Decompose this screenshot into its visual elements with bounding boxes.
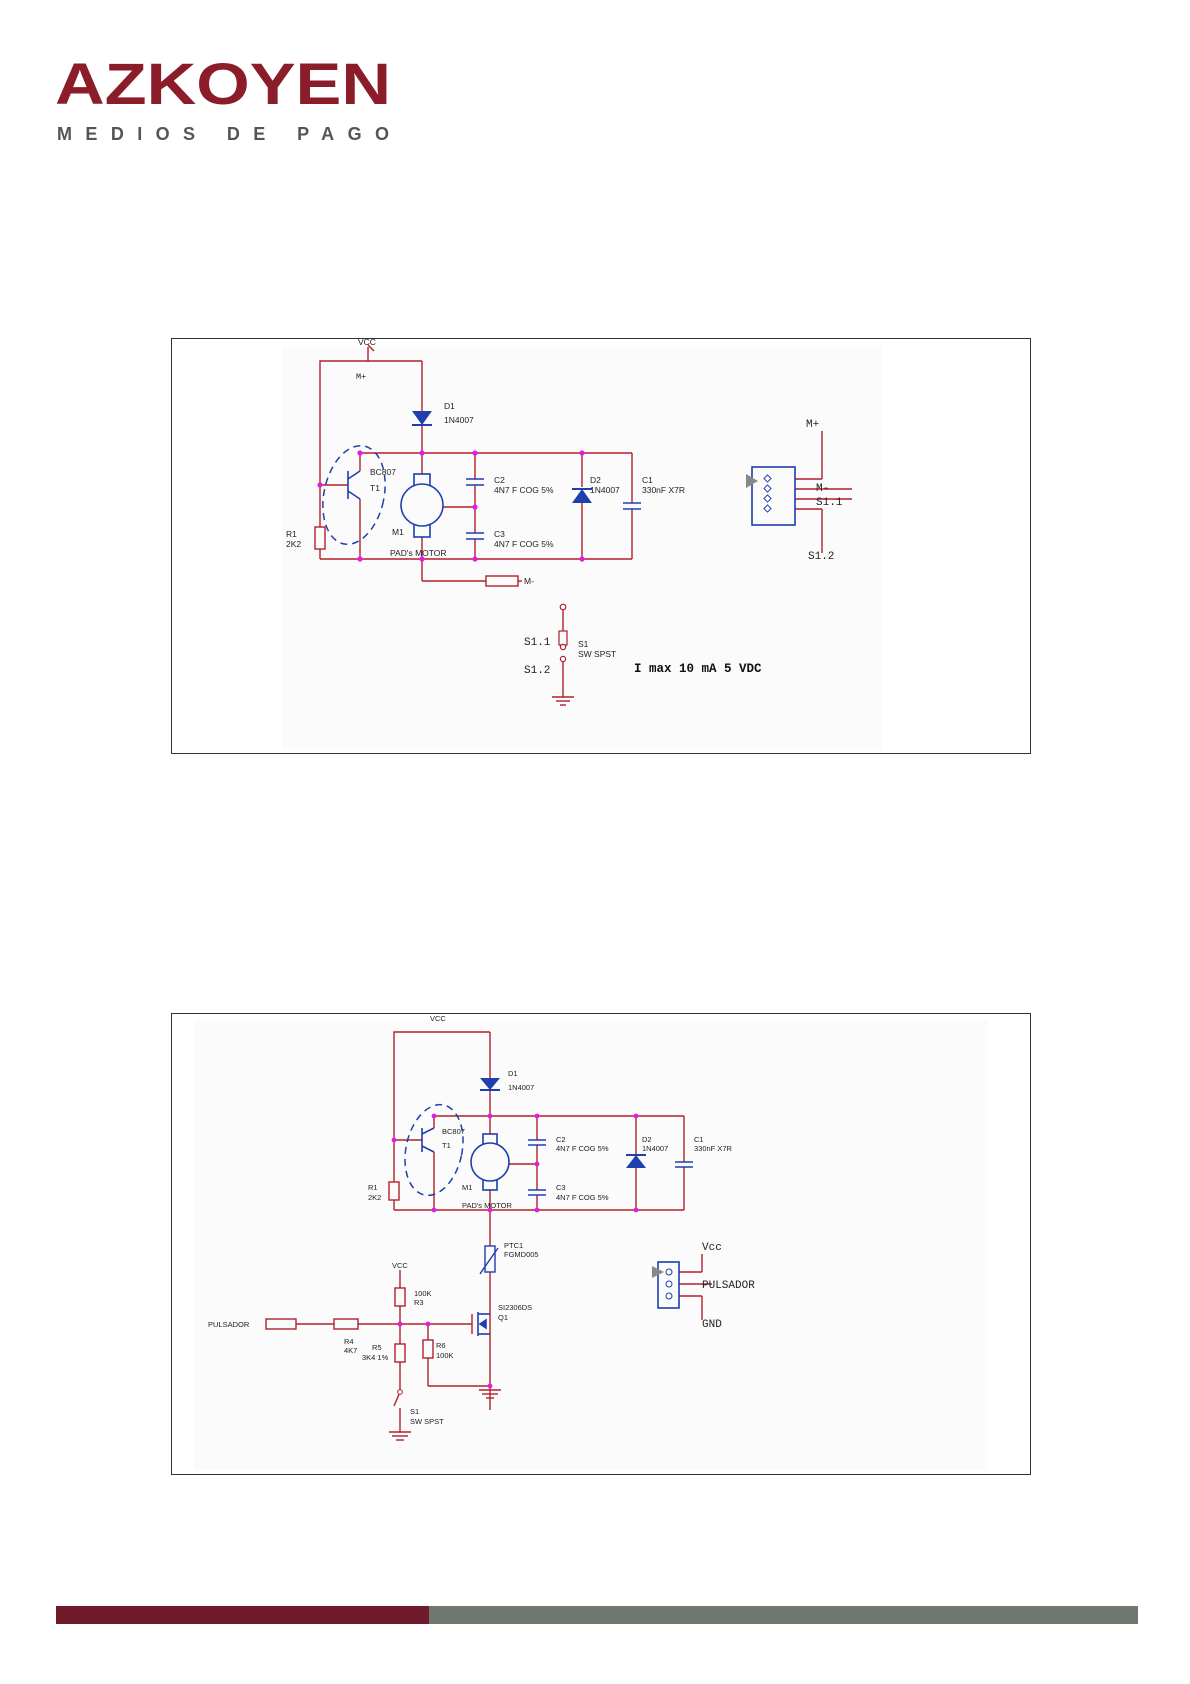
pulsador-port-label: PULSADOR	[208, 1320, 250, 1329]
m-plus-net-label: M+	[356, 372, 366, 382]
r3-value: 100K	[414, 1289, 432, 1298]
q1-value: SI2306DS	[498, 1303, 532, 1312]
motor-icon	[400, 473, 444, 538]
schematic-1: VCC M+ D1 1N4007 BC807 T1 C2 4N7 F COG 5…	[171, 338, 1031, 754]
r6-value: 100K	[436, 1351, 454, 1360]
d1-ref: D1	[444, 401, 455, 411]
c3-value: 4N7 F COG 5%	[494, 539, 554, 549]
transistor-icon	[347, 470, 361, 500]
r5-ref: R5	[372, 1343, 382, 1352]
m-minus-port-label: M-	[524, 576, 534, 586]
s1-2-label: S1.2	[524, 665, 550, 677]
d2-ref: D2	[642, 1135, 652, 1144]
footer-bar-left	[56, 1606, 429, 1624]
c2-value: 4N7 F COG 5%	[494, 485, 554, 495]
azkoyen-logo: AZKOYEN MEDIOS DE PAGO	[55, 52, 391, 144]
vcc-label: VCC	[358, 339, 376, 347]
c2-ref: C2	[556, 1135, 566, 1144]
mosfet-icon	[477, 1312, 490, 1336]
d2-ref: D2	[590, 475, 601, 485]
c1-ref: C1	[642, 475, 653, 485]
m1-ref: M1	[462, 1183, 472, 1192]
c1-value: 330nF X7R	[642, 485, 685, 495]
r4-value: 4K7	[344, 1346, 357, 1355]
s1-ref: S1	[410, 1407, 419, 1416]
r1-value: 2K2	[368, 1193, 381, 1202]
c1-ref: C1	[694, 1135, 704, 1144]
r1-value: 2K2	[286, 539, 301, 549]
vcc-top-label: VCC	[430, 1014, 446, 1023]
connector-label-s1-2: S1.2	[808, 551, 834, 563]
c3-ref: C3	[556, 1183, 566, 1192]
d1-value: 1N4007	[508, 1083, 534, 1092]
ptc-icon	[479, 1245, 499, 1275]
footer-bar-right	[429, 1606, 1138, 1624]
connector-label-s1-1: S1.1	[816, 497, 843, 509]
c2-ref: C2	[494, 475, 505, 485]
current-note: I max 10 mA 5 VDC	[634, 662, 762, 676]
r5-value: 3K4 1%	[362, 1353, 389, 1362]
c2-value: 4N7 F COG 5%	[556, 1144, 609, 1153]
s1-1-label: S1.1	[524, 637, 551, 649]
t1-value: BC807	[442, 1127, 465, 1136]
m1-ref: M1	[392, 527, 404, 537]
s1-value: SW SPST	[410, 1417, 444, 1426]
motor-icon	[470, 1133, 510, 1191]
r3-ref: R3	[414, 1298, 424, 1307]
s1-value: SW SPST	[578, 649, 616, 659]
schematic-1-canvas: VCC M+ D1 1N4007 BC807 T1 C2 4N7 F COG 5…	[282, 339, 882, 749]
d1-diode-icon	[480, 1078, 500, 1090]
d1-ref: D1	[508, 1069, 518, 1078]
r4-ref: R4	[344, 1337, 354, 1346]
d2-diode-icon	[626, 1155, 646, 1168]
d1-value: 1N4007	[444, 415, 474, 425]
d1-diode-icon	[412, 411, 432, 425]
schematic-2: VCC D1 1N4007 BC807 T1 C2 4N7 F COG 5% C…	[171, 1013, 1031, 1475]
d2-diode-icon	[572, 489, 592, 503]
s1-ref: S1	[578, 639, 589, 649]
vcc-bias-label: VCC	[392, 1261, 408, 1270]
connector-2	[657, 1261, 680, 1309]
c3-value: 4N7 F COG 5%	[556, 1193, 609, 1202]
r1-ref: R1	[368, 1183, 378, 1192]
schematic-2-canvas: VCC D1 1N4007 BC807 T1 C2 4N7 F COG 5% C…	[194, 1014, 988, 1470]
connector-label-m-plus: M+	[806, 419, 819, 431]
ptc-value: FGMD005	[504, 1250, 539, 1259]
motor-label: PAD's MOTOR	[390, 548, 447, 558]
connector-label-vcc: Vcc	[702, 1242, 722, 1254]
connector-label-pulsador: PULSADOR	[702, 1280, 755, 1292]
c1-value: 330nF X7R	[694, 1144, 733, 1153]
t1-ref: T1	[370, 483, 380, 493]
connector-label-m-minus: M-	[816, 483, 829, 495]
t1-ref: T1	[442, 1141, 451, 1150]
motor-label: PAD's MOTOR	[462, 1201, 512, 1210]
c3-ref: C3	[494, 529, 505, 539]
logo-tagline: MEDIOS DE PAGO	[57, 124, 389, 144]
transistor-icon	[421, 1127, 435, 1153]
connector-label-gnd: GND	[702, 1319, 722, 1331]
d2-value: 1N4007	[642, 1144, 668, 1153]
d2-value: 1N4007	[590, 485, 620, 495]
q1-ref: Q1	[498, 1313, 508, 1322]
r6-ref: R6	[436, 1341, 446, 1350]
connector-1	[751, 466, 796, 526]
footer-bar	[56, 1606, 1138, 1624]
logo-brand: AZKOYEN	[55, 52, 391, 117]
ptc-ref: PTC1	[504, 1241, 523, 1250]
t1-value: BC807	[370, 467, 396, 477]
r1-ref: R1	[286, 529, 297, 539]
